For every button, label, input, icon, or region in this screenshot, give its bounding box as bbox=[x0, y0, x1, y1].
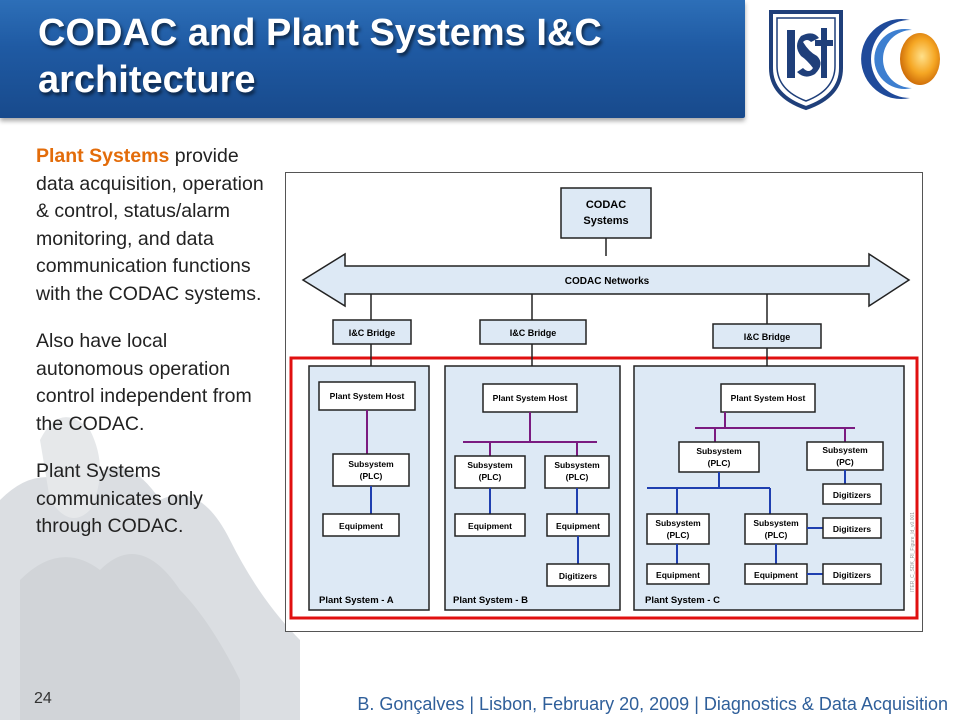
svg-text:Equipment: Equipment bbox=[339, 521, 383, 531]
ic-bridge-a: I&C Bridge bbox=[332, 319, 412, 345]
page-number: 24 bbox=[34, 690, 52, 707]
footer-text: B. Gonçalves | Lisbon, February 20, 2009… bbox=[357, 694, 948, 714]
label-plant-system-c: Plant System - C bbox=[645, 595, 720, 606]
svg-text:Equipment: Equipment bbox=[556, 521, 600, 531]
svg-text:Equipment: Equipment bbox=[656, 570, 700, 580]
svg-text:(PC): (PC) bbox=[836, 457, 854, 467]
slide-header: CODAC and Plant Systems I&C architecture bbox=[0, 0, 960, 120]
paragraph-communicates: Plant Systems communicates only through … bbox=[36, 460, 203, 537]
svg-text:I&C Bridge: I&C Bridge bbox=[744, 332, 791, 342]
svg-text:Subsystem: Subsystem bbox=[655, 518, 701, 528]
svg-text:(PLC): (PLC) bbox=[765, 530, 788, 540]
body-text: Plant Systems provide data acquisition, … bbox=[36, 143, 271, 561]
svg-text:Digitizers: Digitizers bbox=[833, 570, 872, 580]
plant-system-c: Plant System Host Subsystem (PLC) Subsys… bbox=[633, 365, 905, 611]
paragraph-autonomous: Also have local autonomous operation con… bbox=[36, 330, 252, 435]
ic-bridge-c: I&C Bridge bbox=[712, 323, 822, 349]
codac-networks-arrow: CODAC Networks bbox=[301, 252, 911, 308]
title-bar: CODAC and Plant Systems I&C architecture bbox=[0, 0, 745, 118]
svg-text:(PLC): (PLC) bbox=[566, 472, 589, 482]
diagram-watermark: ITER_C_SDK_RI_Figure_ld_v0.001 bbox=[910, 512, 916, 592]
codac-networks-label: CODAC Networks bbox=[565, 276, 650, 287]
codac-systems-line1: CODAC bbox=[586, 199, 626, 211]
plant-system-b: Plant System Host Subsystem (PLC) Subsys… bbox=[444, 365, 621, 611]
svg-text:(PLC): (PLC) bbox=[667, 530, 690, 540]
architecture-diagram: CODAC Systems CODAC Networks I&C Bridge … bbox=[285, 172, 923, 632]
svg-text:Digitizers: Digitizers bbox=[559, 571, 598, 581]
svg-text:I&C Bridge: I&C Bridge bbox=[510, 328, 557, 338]
svg-text:(PLC): (PLC) bbox=[479, 472, 502, 482]
svg-text:Equipment: Equipment bbox=[468, 521, 512, 531]
svg-text:Digitizers: Digitizers bbox=[833, 490, 872, 500]
svg-text:Equipment: Equipment bbox=[754, 570, 798, 580]
paragraph-1-rest: provide data acquisition, operation & co… bbox=[36, 145, 264, 305]
codac-systems-box: CODAC Systems bbox=[560, 187, 652, 239]
svg-text:Subsystem: Subsystem bbox=[348, 459, 394, 469]
svg-text:Digitizers: Digitizers bbox=[833, 524, 872, 534]
label-plant-system-a: Plant System - A bbox=[319, 595, 394, 606]
codac-systems-line2: Systems bbox=[583, 215, 628, 227]
svg-text:(PLC): (PLC) bbox=[708, 458, 731, 468]
svg-text:Subsystem: Subsystem bbox=[822, 445, 868, 455]
svg-text:Plant System Host: Plant System Host bbox=[493, 393, 568, 403]
background-sculpture-image bbox=[0, 417, 300, 720]
svg-text:Subsystem: Subsystem bbox=[753, 518, 799, 528]
svg-text:Subsystem: Subsystem bbox=[467, 460, 513, 470]
ist-logo-icon bbox=[769, 10, 843, 111]
svg-text:Subsystem: Subsystem bbox=[554, 460, 600, 470]
svg-text:(PLC): (PLC) bbox=[360, 471, 383, 481]
label-plant-system-b: Plant System - B bbox=[453, 595, 528, 606]
paragraph-plant-systems: Plant Systems provide data acquisition, … bbox=[36, 143, 271, 308]
plant-systems-highlight-frame bbox=[289, 356, 919, 620]
svg-text:I&C Bridge: I&C Bridge bbox=[349, 328, 396, 338]
svg-text:Plant System Host: Plant System Host bbox=[731, 393, 806, 403]
host-a: Plant System Host bbox=[330, 391, 405, 401]
svg-text:Subsystem: Subsystem bbox=[696, 446, 742, 456]
cfn-logo-icon bbox=[861, 19, 940, 100]
slide-title: CODAC and Plant Systems I&C architecture bbox=[38, 12, 602, 101]
plant-system-a: Plant System Host Subsystem (PLC) Equipm… bbox=[308, 365, 430, 611]
plant-systems-highlight: Plant Systems bbox=[36, 145, 170, 167]
ic-bridge-b: I&C Bridge bbox=[479, 319, 587, 345]
